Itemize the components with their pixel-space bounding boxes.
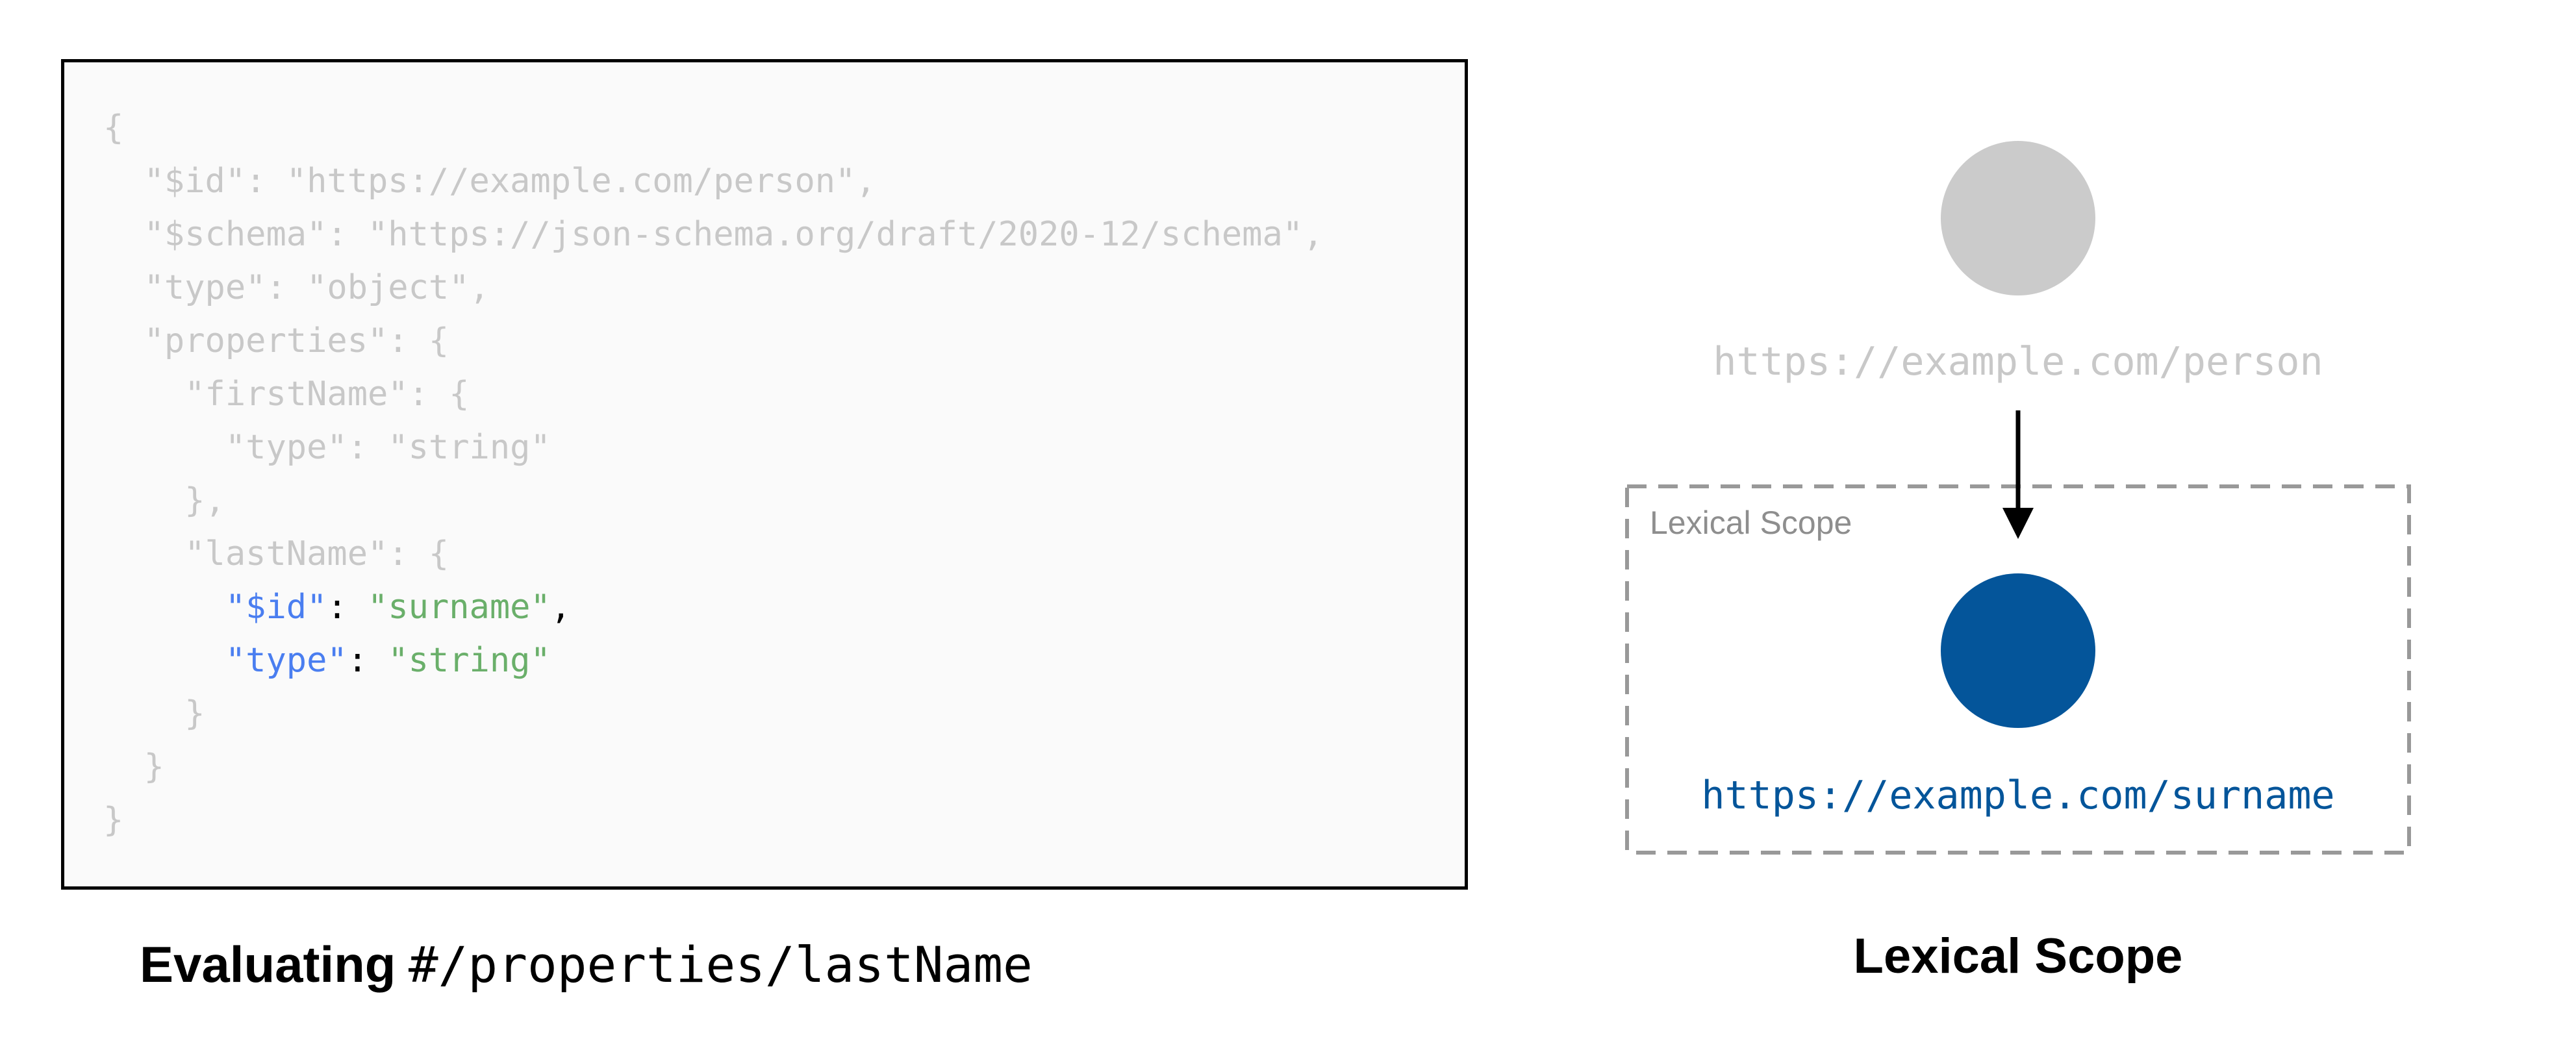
code-token: } — [184, 694, 205, 733]
arrow-head-icon — [2002, 508, 2034, 539]
parent-uri-label: https://example.com/person — [1713, 339, 2323, 384]
code-line: "$id": "https://example.com/person", — [103, 155, 1323, 208]
code-token: "$schema": "https://json-schema.org/draf… — [144, 215, 1324, 254]
code-token: } — [103, 801, 124, 840]
code-line: "$schema": "https://json-schema.org/draf… — [103, 208, 1324, 261]
code-token: "type": "string" — [225, 428, 551, 467]
code-token: { — [103, 108, 124, 147]
code-line: "properties": { — [103, 314, 1323, 368]
parent-schema-node — [1941, 141, 2095, 295]
code-token: "$id": "https://example.com/person", — [144, 162, 876, 201]
code-token: "firstName": { — [184, 375, 470, 414]
child-schema-node — [1941, 573, 2095, 728]
code-token: , — [550, 588, 572, 627]
code-token: "$id" — [225, 588, 327, 627]
code-line: { — [103, 101, 1323, 155]
json-schema-code: { "$id": "https://example.com/person", "… — [103, 101, 1323, 847]
code-token: : — [327, 588, 368, 627]
code-line: } — [103, 687, 1323, 740]
evaluation-caption: Evaluating #/properties/lastName — [140, 935, 1033, 994]
code-token: "string" — [388, 641, 551, 680]
code-token: "lastName": { — [184, 534, 449, 573]
code-line: "firstName": { — [103, 368, 1323, 421]
code-line: "type": "object", — [103, 261, 1323, 314]
code-line: "lastName": { — [103, 527, 1323, 581]
code-token: : — [347, 641, 388, 680]
caption-label: Evaluating — [140, 936, 396, 993]
code-token: "properties": { — [144, 321, 449, 360]
code-line: } — [103, 794, 1323, 847]
code-line: "type": "string" — [103, 421, 1323, 474]
child-uri-label: https://example.com/surname — [1701, 773, 2334, 818]
code-token: } — [144, 747, 164, 786]
code-token: "type" — [225, 641, 347, 680]
json-pointer: #/properties/lastName — [408, 936, 1033, 994]
code-line: }, — [103, 474, 1323, 527]
code-token: "type": "object", — [144, 268, 490, 307]
diagram-title: Lexical Scope — [1854, 929, 2183, 984]
code-line: "type": "string" — [103, 634, 1323, 687]
code-token: "surname" — [368, 588, 551, 627]
code-panel: { "$id": "https://example.com/person", "… — [61, 59, 1468, 890]
code-line: } — [103, 740, 1323, 794]
scope-box-label: Lexical Scope — [1650, 505, 1852, 541]
code-line: "$id": "surname", — [103, 581, 1323, 634]
code-token: }, — [184, 481, 225, 520]
